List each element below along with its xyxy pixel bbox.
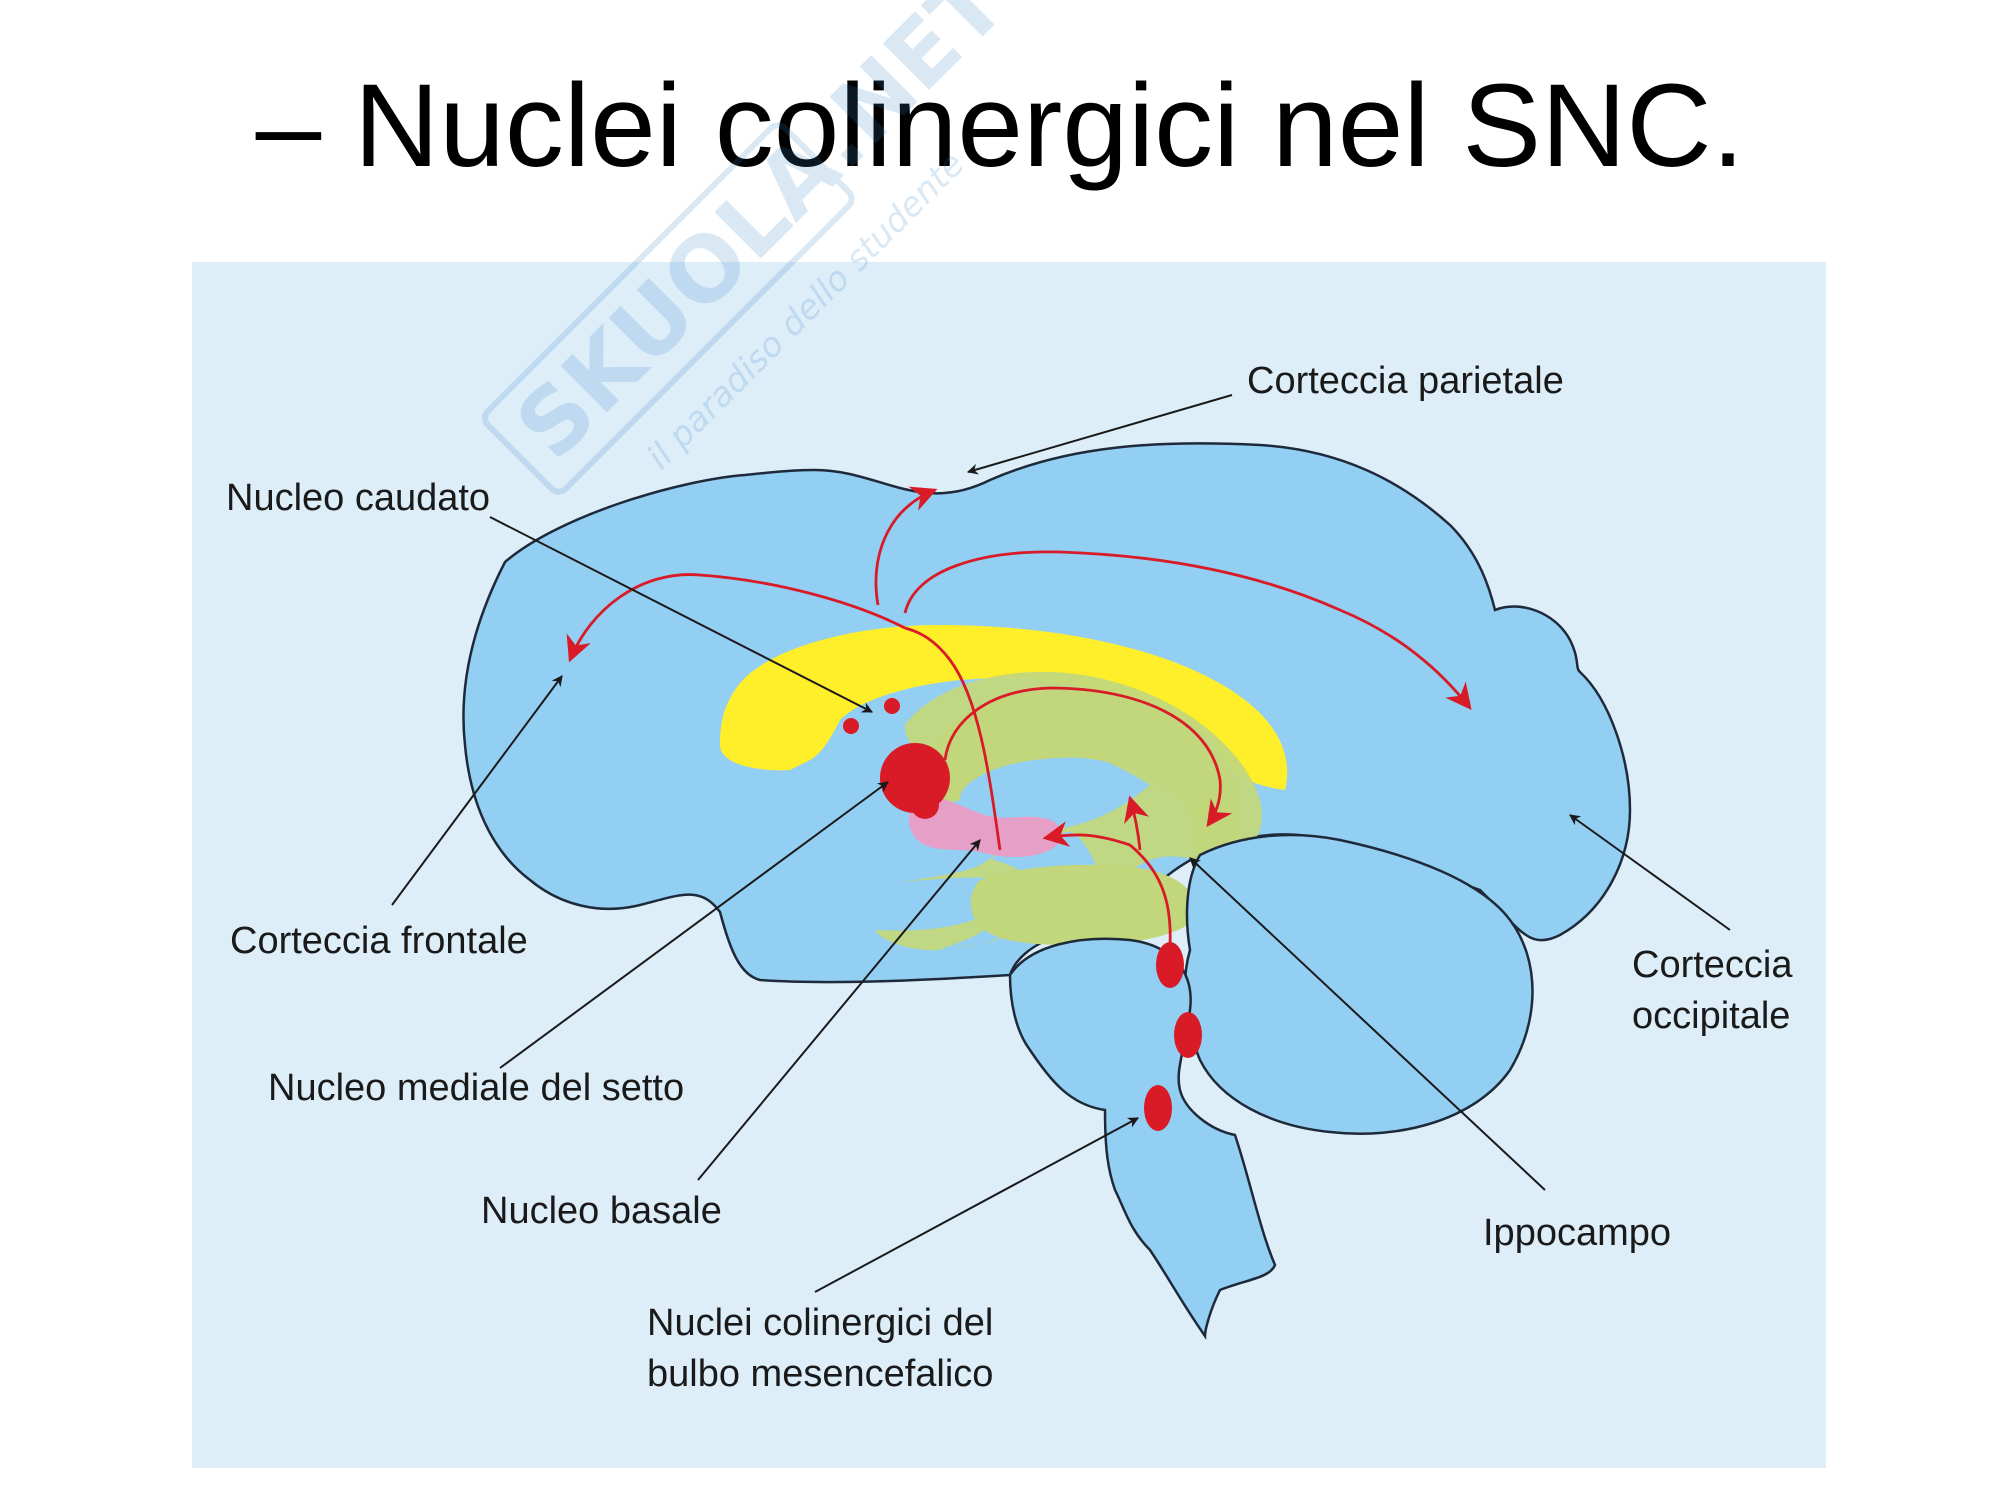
label-nuclei-colinergici-2: bulbo mesencefalico [647,1353,993,1395]
watermark-brand: SKUOLA.NET [496,0,1025,480]
slide-title: – Nuclei colinergici nel SNC. [255,60,1745,192]
label-nuclei-colinergici-1: Nuclei colinergici del [647,1302,993,1344]
corpus-callosum [720,625,1288,790]
hippocampus-lower [970,864,1197,945]
brainstem-nucleus-3 [1144,1085,1172,1131]
label-nucleo-mediale-setto: Nucleo mediale del setto [268,1067,684,1109]
leader-bulbo [814,1117,1139,1293]
label-corteccia-occipitale-2: occipitale [1632,995,1790,1037]
label-corteccia-occipitale-1: Corteccia [1632,944,1793,986]
label-leaders [391,394,1731,1293]
brainstem-nucleus-2 [1174,1012,1202,1058]
leader-basale [697,839,981,1181]
leader-setto [499,781,889,1069]
label-corteccia-frontale: Corteccia frontale [230,920,528,962]
leader-ippocampo [1189,857,1546,1191]
projection-to-parietal [874,486,938,606]
label-corteccia-parietale: Corteccia parietale [1247,360,1564,402]
caudate-dot-2 [884,698,900,714]
leader-caudato [489,516,873,713]
label-nucleo-caudato: Nucleo caudato [226,477,490,519]
watermark: SKUOLA.NET il paradiso dello studente [482,0,1026,495]
caudate-dot-1 [843,718,859,734]
projection-to-frontal-origin [904,626,1002,851]
basal-nucleus [908,796,1063,857]
hippocampus-upper-arc [920,690,1241,870]
brainstem-shape [1008,937,1277,1340]
medial-septal-nucleus-lower [911,791,939,819]
projection-to-frontal [566,573,906,663]
brainstem-nucleus-1 [1156,942,1184,988]
projection-to-thalamus [1124,795,1150,851]
leader-occipitale [1569,814,1731,931]
projection-brainstem-up [1129,843,1172,946]
projection-to-hippocampus [943,686,1233,828]
projection-to-occipital [903,550,1472,711]
label-ippocampo: Ippocampo [1483,1212,1671,1254]
cholinergic-projections [566,486,1472,946]
leader-frontale [391,675,563,906]
label-nucleo-basale: Nucleo basale [481,1190,722,1232]
projection-to-basal [1042,821,1131,847]
leader-parietale [966,394,1233,475]
